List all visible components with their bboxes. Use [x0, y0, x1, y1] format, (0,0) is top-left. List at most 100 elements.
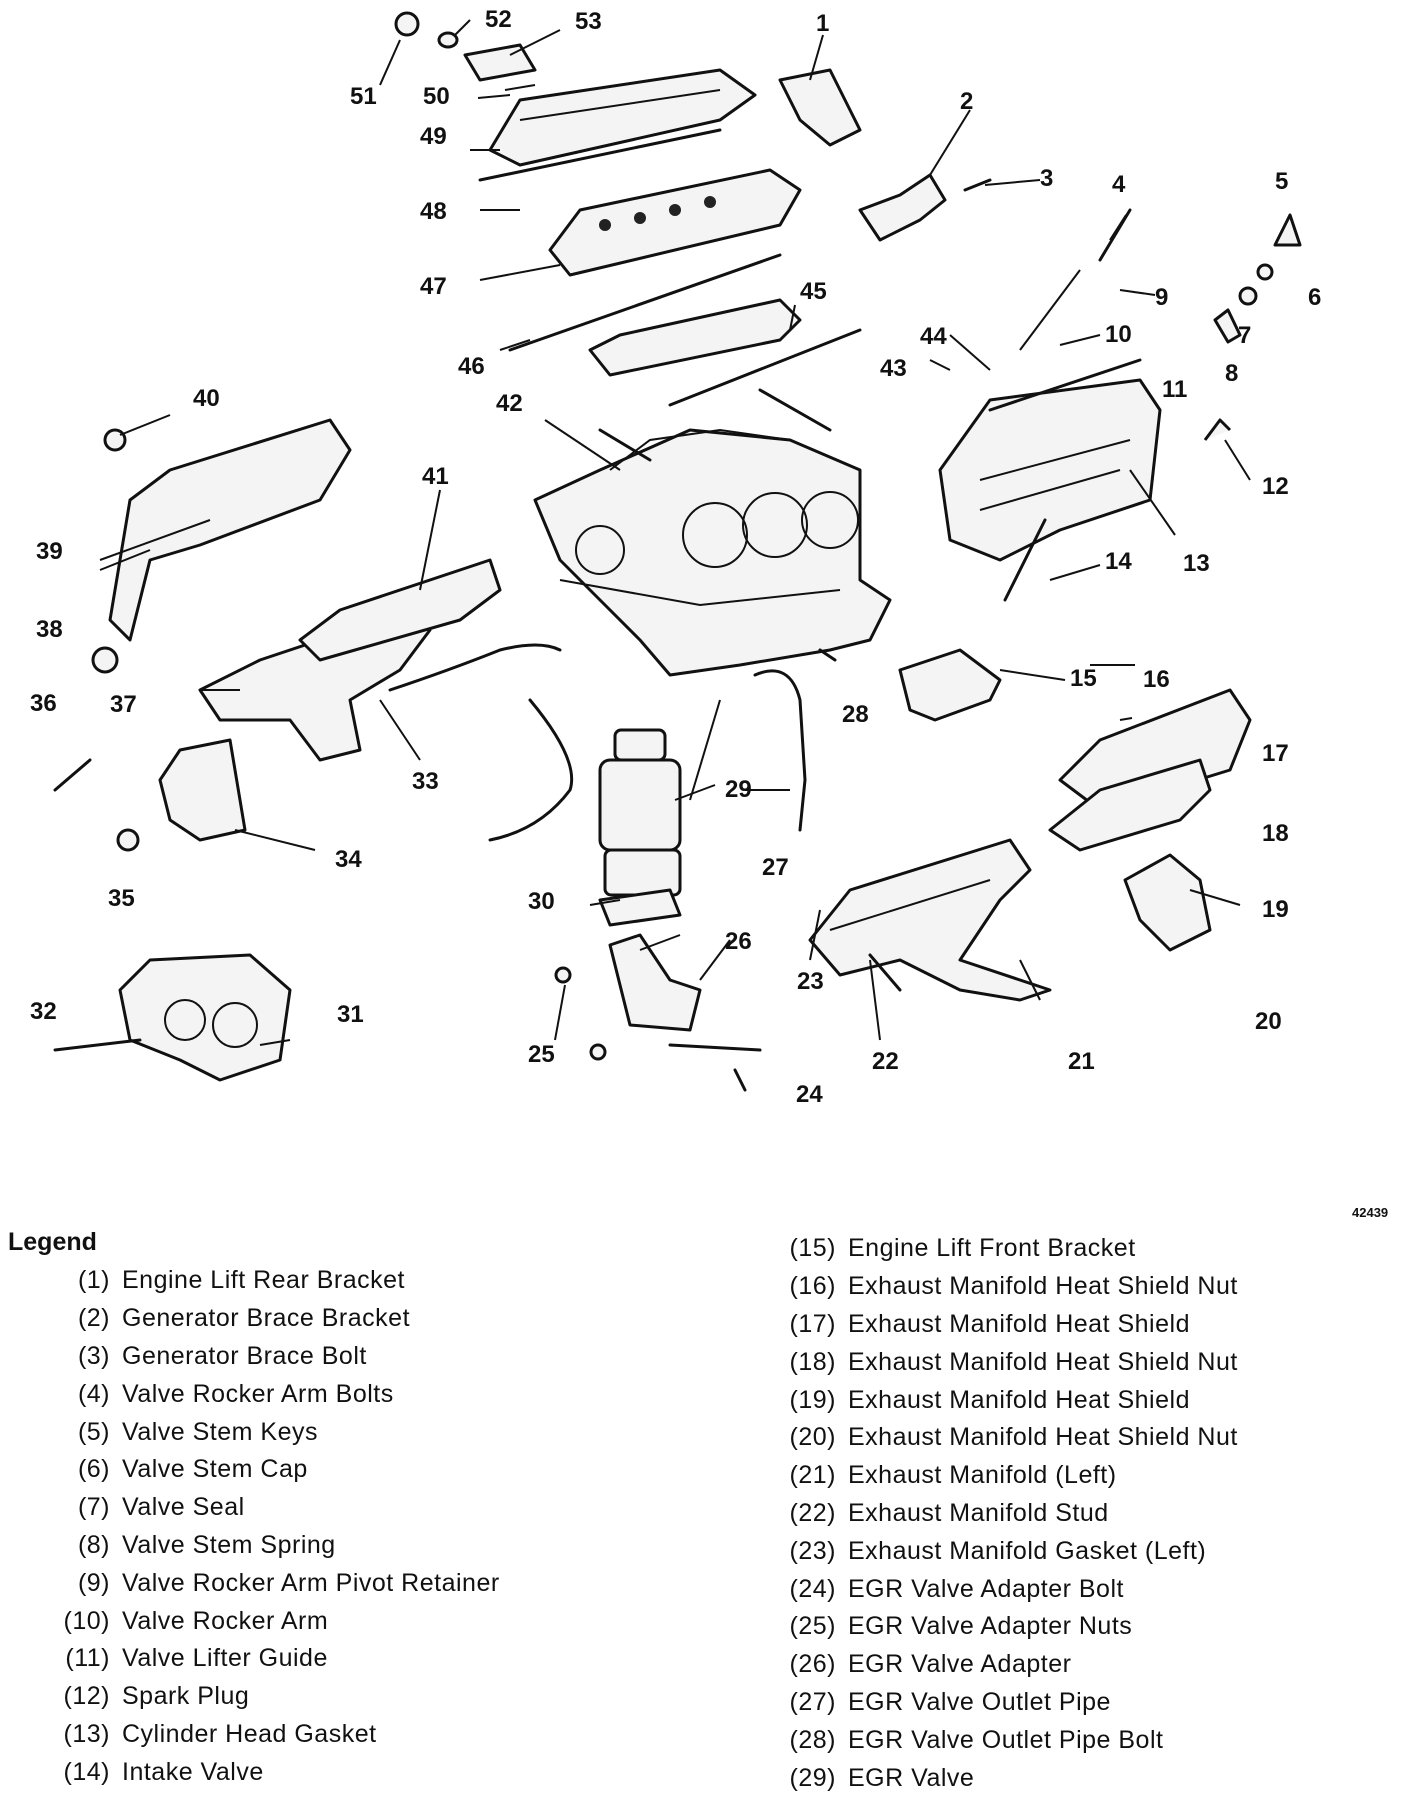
gasket-50 [504, 84, 536, 91]
callout-15: 15 [1070, 665, 1097, 692]
legend-item-label: Intake Valve [122, 1757, 264, 1786]
callout-11: 11 [1162, 376, 1188, 403]
legend-item-label: Exhaust Manifold (Left) [848, 1461, 1117, 1490]
egr-adapter-tube [668, 1043, 762, 1052]
callout-41: 41 [422, 463, 449, 490]
legend-item: (2) Generator Brace Bracket [48, 1300, 500, 1338]
gasket-42b [758, 388, 832, 432]
callout-51: 51 [350, 83, 377, 110]
legend-item-label: Cylinder Head Gasket [122, 1719, 377, 1748]
legend-column-left: (1)Engine Lift Rear Bracket (2)Generator… [48, 1262, 500, 1791]
nut-38 [91, 646, 119, 674]
legend-item: (4)Valve Rocker Arm Bolts [48, 1375, 500, 1413]
legend-item: (22)Exhaust Manifold Stud [780, 1495, 1238, 1533]
callout-9: 9 [1155, 284, 1169, 311]
legend-item: (23)Exhaust Manifold Gasket (Left) [780, 1532, 1238, 1570]
legend-item-number: (18) [789, 1347, 836, 1376]
legend-item: (27) EGR Valve Outlet Pipe [780, 1684, 1238, 1722]
egr-adapter-nut-1 [554, 966, 572, 984]
legend-item-label: EGR Valve Adapter [848, 1650, 1072, 1679]
legend-item-number: (22) [789, 1498, 836, 1527]
exhaust-manifold-left [808, 838, 1052, 1002]
callout-2: 2 [960, 88, 974, 115]
legend-item-label: EGR Valve Adapter Bolt [848, 1574, 1124, 1603]
oxygen-sensor-wire [388, 643, 562, 692]
callout-19: 19 [1262, 896, 1289, 923]
legend-title: Legend [8, 1228, 97, 1256]
exhaust-manifold-gasket-left [829, 879, 991, 931]
intake-manifold-lower [588, 298, 802, 377]
legend-item-number: (19) [789, 1385, 836, 1414]
callout-26: 26 [725, 928, 752, 955]
legend-item-number: (2) [77, 1304, 110, 1333]
legend-item-label: Exhaust Manifold Heat Shield [848, 1385, 1190, 1414]
legend-item: (20)Exhaust Manifold Heat Shield Nut [780, 1419, 1238, 1457]
legend-item: (25)EGR Valve Adapter Nuts [780, 1608, 1238, 1646]
nut-40 [103, 428, 127, 452]
cylinder-head-right [938, 378, 1162, 562]
egr-valve-outlet-pipe [753, 669, 807, 832]
legend-item-label: Generator Brace Bracket [122, 1304, 411, 1333]
legend-item-number: (29) [789, 1763, 836, 1792]
legend-item-number: (21) [789, 1461, 836, 1490]
exhaust-heat-shield-mid [1048, 758, 1212, 852]
legend-item-number: (27) [789, 1687, 836, 1716]
legend-item-number: (26) [789, 1650, 836, 1679]
callout-28: 28 [842, 701, 869, 728]
callout-38: 38 [36, 616, 63, 643]
legend-item-label: EGR Valve Outlet Pipe [848, 1687, 1111, 1716]
egr-adapter-bolt [733, 1068, 747, 1092]
callout-20: 20 [1255, 1008, 1282, 1035]
legend-item-number: (11) [65, 1644, 110, 1673]
valve-stem-cap [1256, 263, 1274, 281]
legend-item-label: Valve Rocker Arm Bolts [122, 1379, 394, 1408]
callout-32: 32 [30, 998, 57, 1025]
legend-item-label: Valve Rocker Arm [122, 1606, 329, 1635]
callout-39: 39 [36, 538, 63, 565]
valve-cover-gasket [478, 128, 722, 182]
callout-8: 8 [1225, 360, 1239, 387]
callout-5: 5 [1275, 168, 1289, 195]
engine-block [533, 428, 892, 677]
callout-31: 31 [337, 1001, 364, 1028]
legend-item: (12) Spark Plug [48, 1678, 500, 1716]
callout-25: 25 [528, 1041, 555, 1068]
exploded-engine-diagram [53, 11, 1302, 1092]
legend-item: (17)Exhaust Manifold Heat Shield [780, 1306, 1238, 1344]
gasket-42 [598, 428, 652, 462]
legend-item-number: (1) [77, 1266, 110, 1295]
callout-50: 50 [423, 83, 450, 110]
leader-lines [99, 19, 1251, 1046]
exhaust-manifold-stud [868, 953, 902, 992]
egr-outlet-pipe-bolt [818, 648, 837, 662]
generator-bracket-bolt [53, 1038, 142, 1052]
legend-item-label: Spark Plug [122, 1682, 250, 1711]
oxygen-sensor-lead [488, 698, 574, 842]
callout-48: 48 [420, 198, 447, 225]
generator-brace-bracket [858, 173, 947, 242]
legend-item-label: Exhaust Manifold Heat Shield Nut [848, 1272, 1238, 1301]
legend-item-number: (16) [789, 1272, 836, 1301]
legend-item-label: EGR Valve Adapter Nuts [848, 1612, 1133, 1641]
legend-item-label: Valve Rocker Arm Pivot Retainer [122, 1568, 500, 1597]
callout-7: 7 [1238, 322, 1252, 349]
legend-item-number: (8) [77, 1530, 110, 1559]
oil-fill-seal [437, 31, 459, 49]
nut-35 [116, 828, 140, 852]
legend-item: (10)Valve Rocker Arm [48, 1602, 500, 1640]
callout-1: 1 [816, 10, 830, 37]
callout-36: 36 [30, 690, 57, 717]
legend-item-number: (12) [63, 1682, 110, 1711]
intake-gasket-46 [508, 253, 782, 352]
valve-stem-keys [1273, 213, 1302, 247]
legend-item-label: Exhaust Manifold Gasket (Left) [848, 1536, 1207, 1565]
legend-item-label: Generator Brace Bolt [122, 1341, 367, 1370]
callout-49: 49 [420, 123, 447, 150]
oil-fill-cap [394, 11, 420, 37]
legend-item-label: Exhaust Manifold Heat Shield [848, 1309, 1190, 1338]
callout-30: 30 [528, 888, 555, 915]
gasket-45 [668, 328, 862, 407]
legend-item: (11)Valve Lifter Guide [48, 1640, 500, 1678]
valve-lifter-guide [988, 358, 1142, 412]
egr-adapter-nut-2 [589, 1043, 607, 1061]
